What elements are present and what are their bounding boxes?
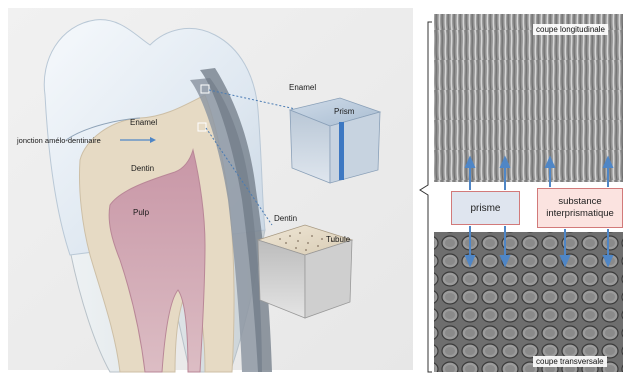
prisme-box-label: prisme [470, 203, 500, 214]
pulp-label: Pulp [133, 209, 149, 217]
dentin-label: Dentin [131, 165, 154, 173]
enamel-cube-label: Enamel [289, 84, 316, 92]
grouping-bracket [420, 22, 432, 372]
micrograph-transverse [434, 232, 623, 372]
enamel-label: Enamel [130, 119, 157, 127]
substance-box: substance interprismatique [537, 188, 623, 228]
prism-label: Prism [334, 108, 354, 116]
substance-box-line1: substance [558, 196, 601, 208]
junction-label: jonction amélo-dentinaire [17, 137, 101, 145]
dentin-cube-label: Dentin [274, 215, 297, 223]
transverse-caption: coupe transversale [533, 356, 607, 367]
tubule-label: Tubule [326, 236, 350, 244]
longitudinal-caption: coupe longitudinale [533, 24, 608, 35]
prisme-box: prisme [451, 191, 520, 225]
micrograph-longitudinal [434, 14, 623, 182]
substance-box-line2: interprismatique [546, 208, 614, 220]
